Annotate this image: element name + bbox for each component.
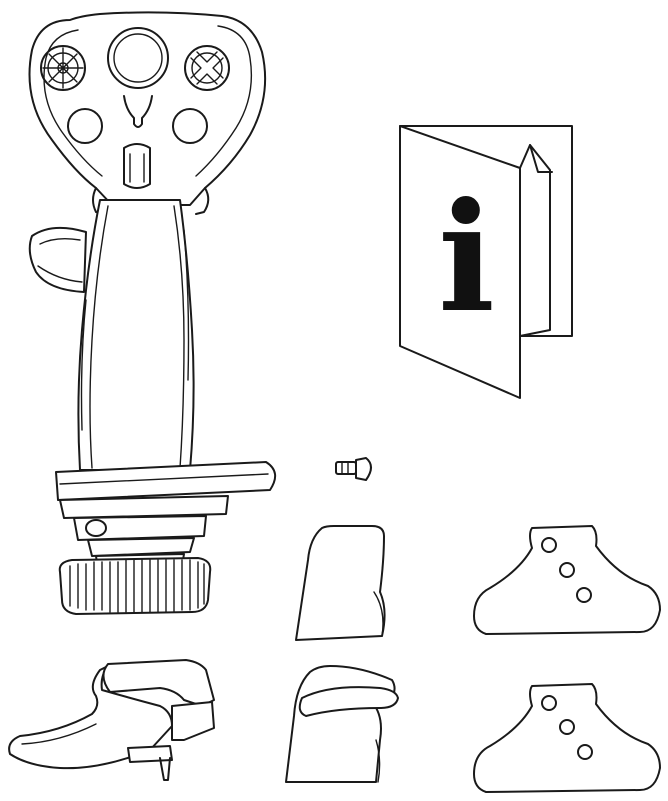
user-manual-icon: i [399, 125, 573, 399]
screw-icon [335, 457, 372, 481]
hand-rest-plate-bottom-icon [473, 683, 661, 793]
palm-rest-icon [295, 525, 386, 641]
wrist-rest-icon [8, 659, 215, 781]
hand-wrap-icon [285, 665, 399, 783]
joystick-handle-icon [28, 11, 277, 615]
manual-info-letter: i [438, 170, 495, 346]
hand-rest-plate-top-icon [473, 525, 661, 635]
